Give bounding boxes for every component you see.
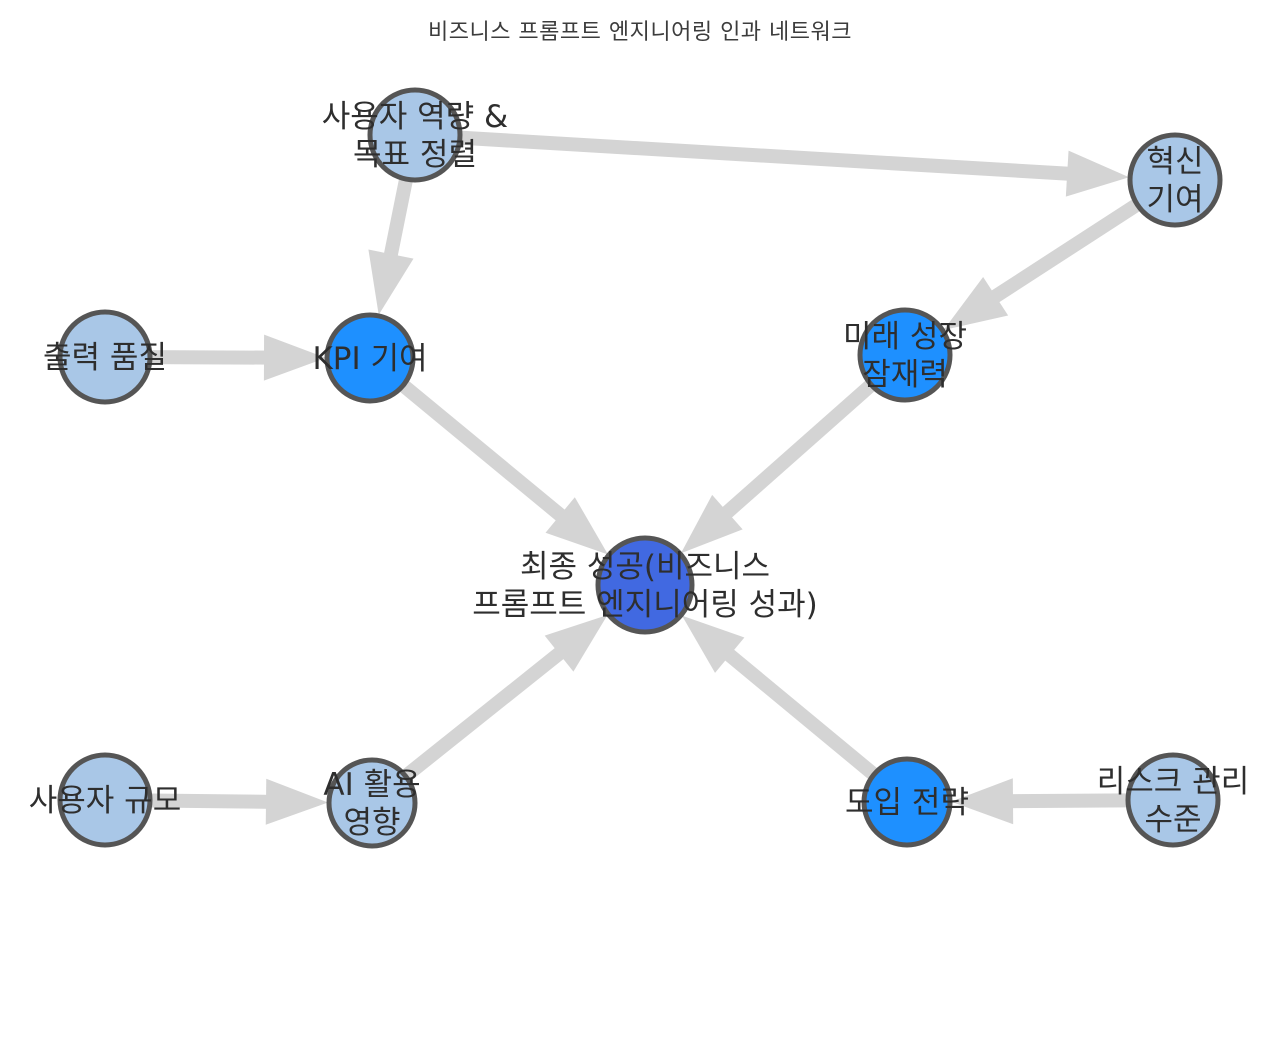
figure-title: 비즈니스 프롬프트 엔지니어링 인과 네트워크 <box>427 20 853 45</box>
edge-user_capability-to-innovation <box>459 130 1130 197</box>
edge-innovation-to-future_growth <box>943 198 1142 330</box>
node-adoption <box>861 756 953 848</box>
edge-shaft <box>986 198 1142 306</box>
node-label-adoption: 도입 전략 <box>845 785 969 821</box>
edge-shaft <box>720 645 879 780</box>
node-risk <box>1125 752 1221 848</box>
arrowhead-icon <box>943 276 1009 330</box>
edge-future_growth-to-final_success <box>680 379 876 554</box>
node-kpi <box>324 312 416 404</box>
edge-shaft <box>718 379 876 522</box>
edge-shaft <box>398 379 570 525</box>
node-label-kpi: KPI 기여 <box>312 341 427 377</box>
node-label-user_capability: 사용자 역량 &목표 정렬 <box>322 99 508 173</box>
node-ai_impact <box>326 757 418 849</box>
edge-kpi-to-final_success <box>398 379 608 555</box>
edge-shaft <box>382 177 413 262</box>
node-output_quality <box>57 309 153 405</box>
edge-adoption-to-final_success <box>681 615 879 780</box>
arrowhead-icon <box>680 494 743 554</box>
node-final_success <box>595 535 695 635</box>
arrowhead-icon <box>368 249 414 315</box>
edge-output_quality-to-kpi <box>149 334 327 381</box>
arrowhead-icon <box>263 334 327 381</box>
edge-user_capability-to-kpi <box>368 177 414 315</box>
arrowhead-icon <box>265 778 329 825</box>
arrowhead-icon <box>544 614 608 672</box>
arrowhead-icon <box>681 615 745 673</box>
edge-shaft <box>401 644 569 782</box>
arrowhead-icon <box>545 497 608 555</box>
edge-shaft <box>459 130 1074 181</box>
edges-layer <box>149 130 1142 825</box>
edge-shaft <box>1006 793 1129 809</box>
node-user_scale <box>57 752 153 848</box>
node-innovation <box>1127 132 1223 228</box>
arrowhead-icon <box>950 778 1014 825</box>
edge-risk-to-adoption <box>950 778 1129 825</box>
node-user_capability <box>367 87 463 183</box>
nodes-layer <box>57 87 1223 849</box>
node-future_growth <box>857 307 953 403</box>
node-label-user_scale: 사용자 규모 <box>29 783 181 819</box>
edge-shaft <box>149 793 273 809</box>
edge-user_scale-to-ai_impact <box>149 778 329 825</box>
edge-ai_impact-to-final_success <box>401 614 608 782</box>
node-label-output_quality: 출력 품질 <box>43 340 167 376</box>
arrowhead-icon <box>1065 150 1130 197</box>
